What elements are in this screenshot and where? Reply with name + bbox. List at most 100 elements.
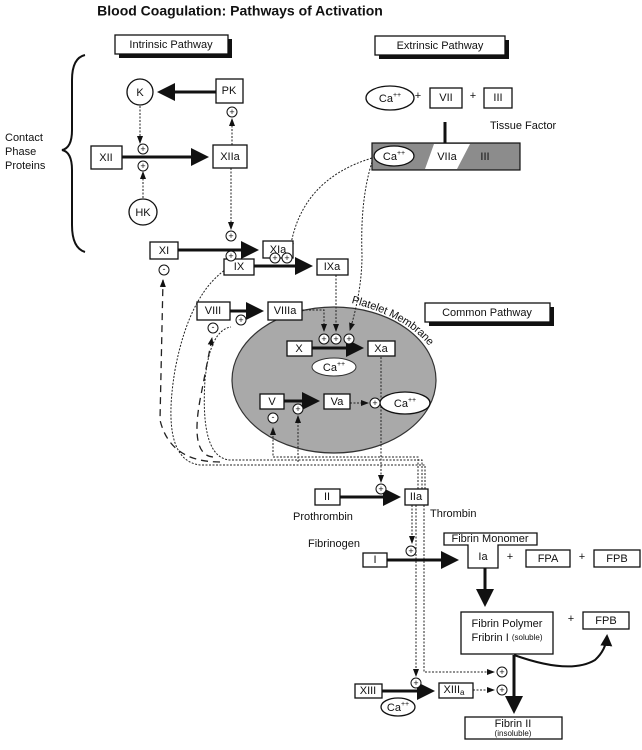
factor-IX: IX <box>223 258 255 276</box>
svg-text:VII: VII <box>439 92 452 104</box>
svg-text:Phase: Phase <box>5 146 36 158</box>
factor-K: K <box>126 78 154 106</box>
svg-text:Proteins: Proteins <box>5 160 46 172</box>
svg-text:+: + <box>507 551 513 563</box>
factor-PK: PK <box>215 78 244 104</box>
svg-text:IX: IX <box>234 261 245 273</box>
fibrin-II: Fibrin II (insoluble) <box>464 716 563 740</box>
svg-text:+: + <box>295 404 300 414</box>
svg-text:FPA: FPA <box>538 553 559 565</box>
factor-XIIa: XIIa <box>212 144 248 169</box>
svg-text:-: - <box>212 322 215 332</box>
svg-text:K: K <box>136 87 144 99</box>
svg-text:+: + <box>499 685 504 695</box>
svg-text:Intrinsic Pathway: Intrinsic Pathway <box>129 39 213 51</box>
plus-icon: + <box>226 106 238 118</box>
tissue-factor-complex: Ca++ VIIa III <box>371 142 521 171</box>
common-pathway-header: Common Pathway <box>424 302 554 326</box>
svg-text:XIII: XIII <box>360 685 377 697</box>
svg-text:Ca++: Ca++ <box>323 361 345 374</box>
factor-XIII: XIII <box>354 683 383 699</box>
diagram-title: Blood Coagulation: Pathways of Activatio… <box>97 3 383 19</box>
plus-icon: + <box>496 666 508 678</box>
svg-text:+: + <box>229 107 234 117</box>
fibrin-polymer: Fibrin Polymer Fribrin I (soluble) <box>460 611 554 655</box>
svg-text:PK: PK <box>222 85 237 97</box>
svg-text:HK: HK <box>135 207 151 219</box>
minus-icon: - <box>158 264 170 276</box>
factor-Xa: Xa <box>367 340 396 357</box>
svg-text:FPB: FPB <box>606 553 627 565</box>
extrinsic-pathway-header: Extrinsic Pathway <box>374 35 509 59</box>
svg-text:+: + <box>415 90 421 102</box>
svg-text:V: V <box>268 396 276 408</box>
svg-text:Fribrin I (soluble): Fribrin I (soluble) <box>471 632 542 644</box>
svg-text:Contact: Contact <box>5 132 43 144</box>
factor-VIII: VIII <box>196 301 231 321</box>
plus-icon: + <box>496 684 508 696</box>
svg-text:+: + <box>333 334 338 344</box>
factor-XIIIa: XIIIa <box>438 682 474 699</box>
svg-text:XII: XII <box>99 152 112 164</box>
factor-III: III <box>483 87 513 109</box>
svg-text:VIIIa: VIIIa <box>274 305 298 317</box>
minus-icon: - <box>267 412 279 424</box>
svg-text:+: + <box>284 253 289 263</box>
factor-X: X <box>286 340 313 357</box>
factor-FPB: FPB <box>593 549 641 568</box>
activation-arrows <box>122 83 613 714</box>
factor-VIIIa: VIIIa <box>267 301 303 321</box>
svg-text:Fibrin Monomer: Fibrin Monomer <box>451 533 528 545</box>
calcium-extrinsic: Ca++ <box>365 85 415 111</box>
svg-text:+: + <box>378 484 383 494</box>
svg-text:(insoluble): (insoluble) <box>495 729 532 738</box>
svg-text:III: III <box>493 92 502 104</box>
plus-icon: + <box>330 333 342 345</box>
svg-text:+: + <box>140 144 145 154</box>
factor-FPA: FPA <box>525 549 571 568</box>
svg-text:XIIa: XIIa <box>220 151 240 163</box>
calcium-membrane-2: Ca++ <box>379 391 431 415</box>
minus-icon: - <box>207 322 219 334</box>
factor-I: I <box>362 552 388 568</box>
plus-icon: + <box>410 677 422 689</box>
plus-icon: + <box>235 314 247 326</box>
svg-text:Common Pathway: Common Pathway <box>442 307 532 319</box>
svg-text:+: + <box>579 551 585 563</box>
reaction-plus-signs: + + + + + <box>415 90 585 625</box>
svg-text:+: + <box>568 613 574 625</box>
svg-text:+: + <box>470 90 476 102</box>
svg-text:+: + <box>413 678 418 688</box>
contact-phase-label: Contact Phase Proteins <box>5 132 46 172</box>
svg-text:+: + <box>140 161 145 171</box>
svg-text:Ca++: Ca++ <box>383 150 405 163</box>
svg-text:IXa: IXa <box>324 261 341 273</box>
svg-text:+: + <box>228 231 233 241</box>
svg-text:Fibrin II: Fibrin II <box>495 718 532 730</box>
plus-icon: + <box>369 397 381 409</box>
svg-text:+: + <box>372 398 377 408</box>
plus-icon: + <box>405 545 417 557</box>
plus-icon: + <box>281 252 293 264</box>
thrombin-label: Thrombin <box>430 508 476 520</box>
fibrin-monomer: Fibrin Monomer Ia <box>443 532 538 569</box>
plus-icon: + <box>137 160 149 172</box>
svg-text:-: - <box>163 264 166 274</box>
plus-icon: + <box>343 333 355 345</box>
svg-text:+: + <box>272 253 277 263</box>
calcium-XIII: Ca++ <box>380 697 416 717</box>
factor-XII: XII <box>90 145 123 170</box>
plus-icon: + <box>225 250 237 262</box>
plus-icon: + <box>292 403 304 415</box>
svg-text:IIa: IIa <box>410 491 423 503</box>
factor-II: II <box>314 488 341 506</box>
contact-phase-brace <box>61 54 86 253</box>
svg-text:Ca++: Ca++ <box>387 701 409 714</box>
platelet-membrane <box>231 306 437 454</box>
svg-text:Va: Va <box>331 396 345 408</box>
factor-FPB-released: FPB <box>582 611 630 630</box>
factor-XI: XI <box>149 241 179 260</box>
factor-IIa: IIa <box>404 488 429 506</box>
plus-icon: + <box>225 230 237 242</box>
